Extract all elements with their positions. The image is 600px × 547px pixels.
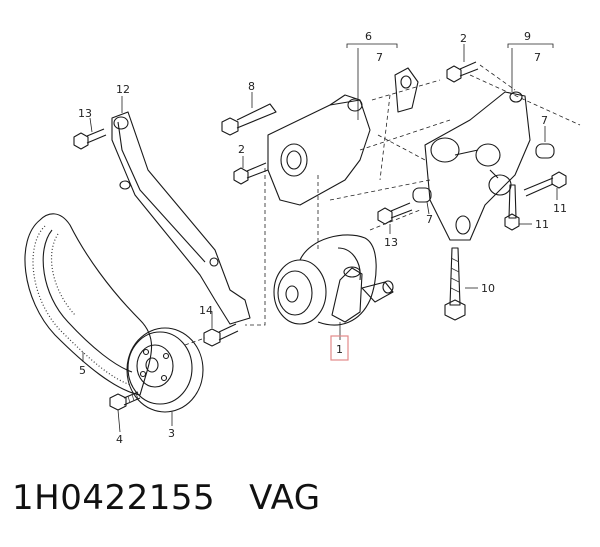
pump-pulley <box>126 327 204 413</box>
bolt-13-right <box>377 202 413 225</box>
callout-4: 4 <box>116 433 123 446</box>
bolt-10 <box>444 247 466 321</box>
callout-12: 12 <box>116 83 130 96</box>
upper-mounting-bracket <box>267 67 419 206</box>
part-number: 1H0422155 <box>12 478 216 518</box>
right-mounting-bracket <box>424 91 531 241</box>
bolt-2-left <box>233 162 269 185</box>
callout-11-middle: 11 <box>535 218 549 231</box>
callout-7-right: 7 <box>541 114 548 127</box>
callout-9: 9 <box>524 30 531 43</box>
callout-10: 10 <box>481 282 495 295</box>
bolt-4 <box>109 391 141 411</box>
part-number-caption: 1H0422155 VAG <box>12 478 321 518</box>
brand-name: VAG <box>249 478 321 518</box>
callout-7-middle: 7 <box>426 213 433 226</box>
callout-8: 8 <box>248 80 255 93</box>
callout-7-top-left: 7 <box>376 51 383 64</box>
callout-6: 6 <box>365 30 372 43</box>
callout-14: 14 <box>199 304 213 317</box>
bolt-8 <box>221 103 277 136</box>
callout-2-top: 2 <box>460 32 467 45</box>
callout-3: 3 <box>168 427 175 440</box>
assembly-guide-lines <box>184 64 581 346</box>
bolt-14 <box>203 323 239 347</box>
bolt-2-top <box>446 61 479 83</box>
bolt-11-vertical <box>504 184 520 231</box>
drive-belt <box>24 213 153 396</box>
highlight-box-part-1 <box>330 335 349 361</box>
power-steering-pump <box>273 234 394 326</box>
bolt-11-horizontal <box>523 171 567 197</box>
callout-5: 5 <box>79 364 86 377</box>
callout-7-top-right: 7 <box>534 51 541 64</box>
callout-leaders <box>82 43 558 433</box>
callout-13-left: 13 <box>78 107 92 120</box>
bolt-13-left <box>73 128 107 150</box>
callout-11-right: 11 <box>553 202 567 215</box>
callout-labels: 12 13 8 2 6 7 2 9 7 7 11 11 7 13 10 14 1… <box>78 30 567 446</box>
support-bracket <box>111 111 251 325</box>
callout-1: 1 <box>336 343 343 356</box>
spacer-sleeves <box>412 143 555 203</box>
callout-2-left: 2 <box>238 143 245 156</box>
callout-13-right: 13 <box>384 236 398 249</box>
